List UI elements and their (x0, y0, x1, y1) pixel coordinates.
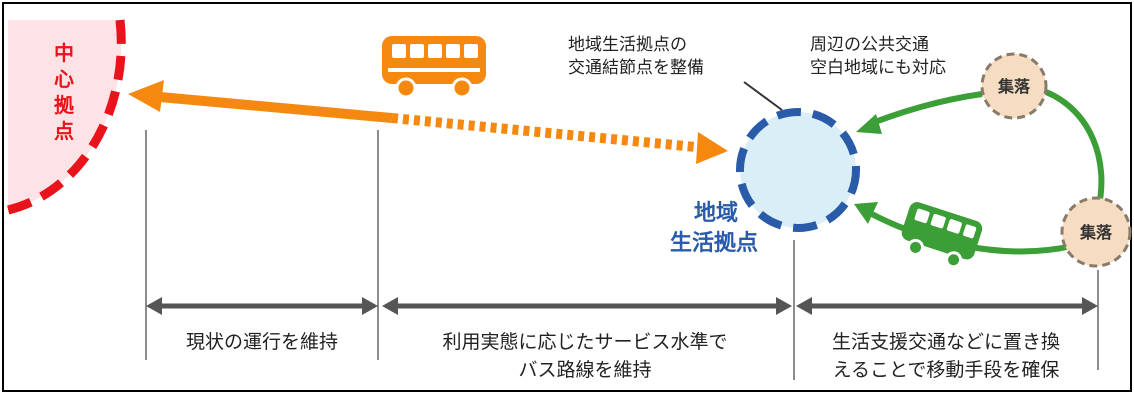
local-hub-circle (736, 108, 860, 232)
village-2: 集落 (1060, 196, 1132, 268)
range-arrow-2 (382, 297, 792, 315)
bus-icon (382, 36, 486, 99)
local-hub-label-1: 地域 (694, 200, 738, 226)
segment-2-line-1: 利用実態に応じたサービス水準で (442, 331, 727, 353)
village-2-label: 集落 (1079, 223, 1113, 242)
node-callout: 地域生活拠点の 交通結節点を整備 (568, 35, 783, 111)
node-callout-line-2: 交通結節点を整備 (568, 58, 704, 78)
range-arrow-3 (796, 297, 1098, 315)
segment-3-line-2: えることで移動手段を確保 (833, 359, 1060, 381)
segment-3-line-1: 生活支援交通などに置き換 (832, 331, 1060, 353)
center-hub-label-1: 中 (54, 41, 74, 65)
area-callout-line-2: 空白地域にも対応 (810, 58, 946, 78)
bus-route-arrow (128, 80, 728, 164)
area-callout-line-1: 周辺の公共交通 (810, 35, 929, 55)
segment-2-line-2: バス路線を維持 (518, 359, 651, 381)
minibus-icon (901, 202, 983, 269)
village-1: 集落 (980, 52, 1048, 120)
village-1-label: 集落 (997, 77, 1031, 96)
segment-1-line-1: 現状の運行を維持 (186, 331, 338, 353)
center-hub-label-3: 拠 (54, 93, 75, 117)
range-arrow-1 (146, 297, 378, 315)
local-hub-label-2: 生活拠点 (670, 230, 758, 256)
area-callout: 周辺の公共交通 空白地域にも対応 (810, 35, 946, 78)
center-hub-label-2: 心 (54, 67, 74, 91)
center-hub-label-4: 点 (54, 119, 74, 143)
center-hub: 中 心 拠 点 (6, 19, 126, 215)
node-callout-line-1: 地域生活拠点の (568, 35, 687, 55)
